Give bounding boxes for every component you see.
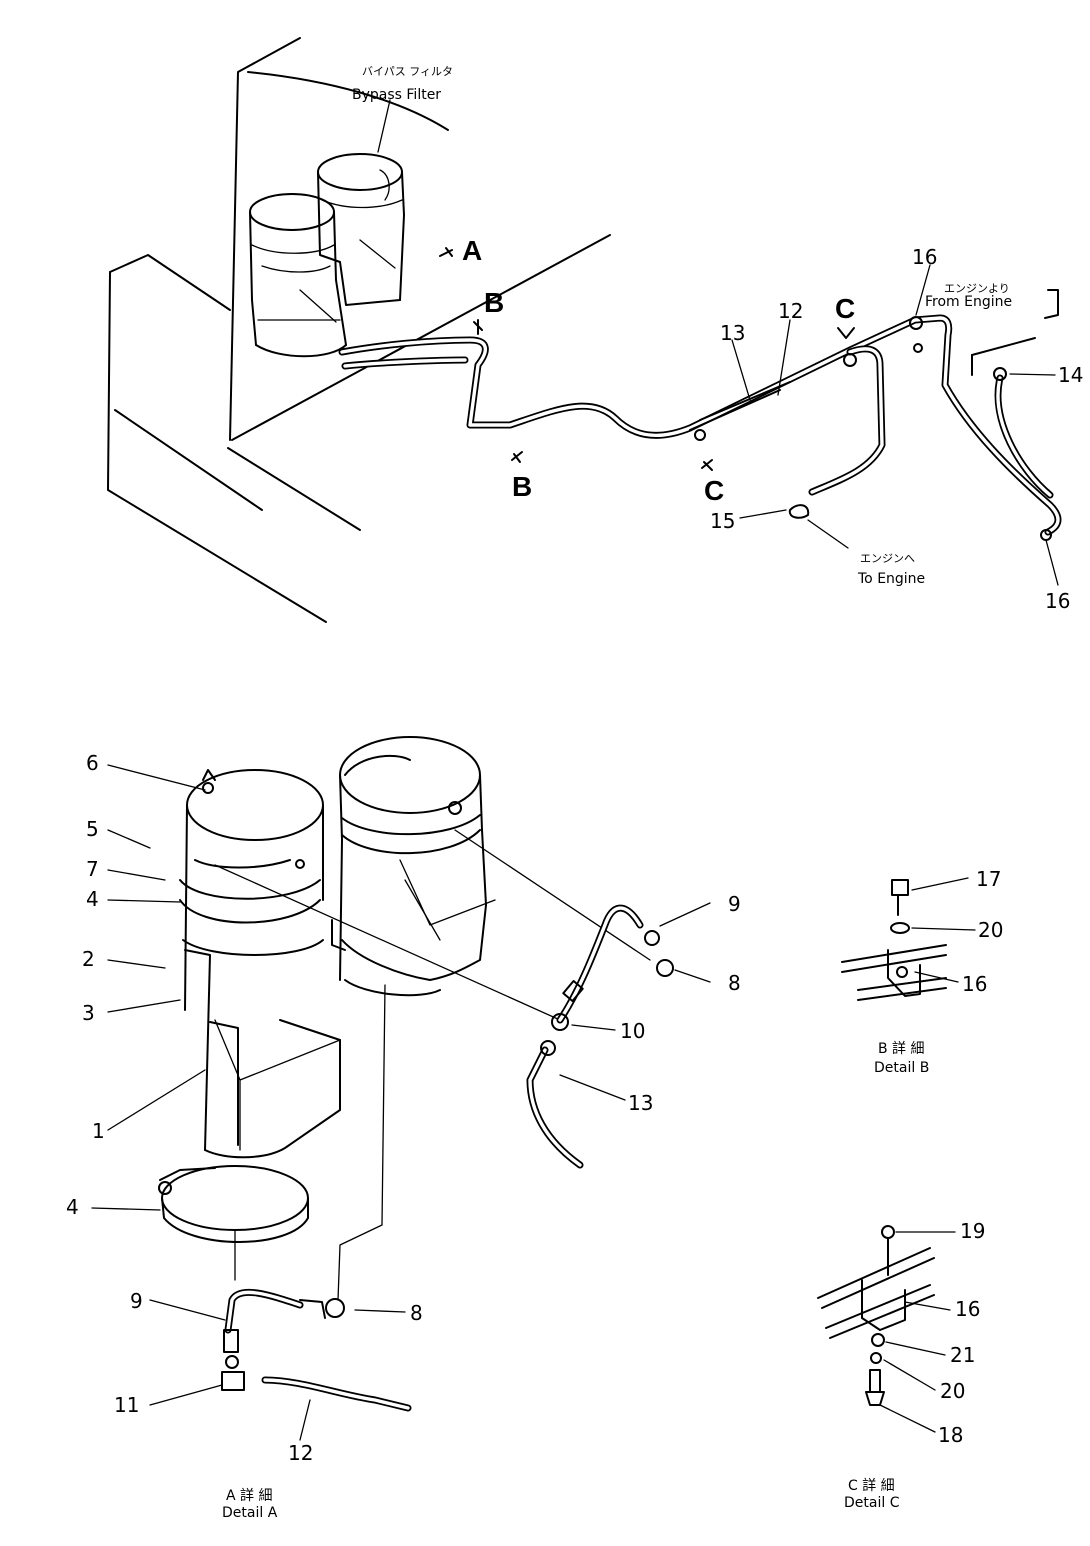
view-label-c-bottom: C bbox=[704, 475, 724, 506]
callout-1: 1 bbox=[92, 1119, 105, 1143]
callout-7: 7 bbox=[86, 857, 99, 881]
detail-c-caption: Detail C bbox=[844, 1495, 900, 1511]
callout-20-b: 20 bbox=[978, 918, 1003, 942]
callout-5: 5 bbox=[86, 817, 99, 841]
callout-12-top: 12 bbox=[778, 299, 803, 323]
callout-18: 18 bbox=[938, 1423, 963, 1447]
to-engine-label: To Engine bbox=[857, 571, 925, 587]
detail-a-caption-jp: A 詳 細 bbox=[226, 1488, 272, 1504]
callout-14: 14 bbox=[1058, 363, 1083, 387]
bypass-filter-label-jp: バイパス フィルタ bbox=[362, 65, 453, 78]
detail-b-drawing bbox=[841, 877, 976, 1001]
callout-9-upper: 9 bbox=[728, 892, 741, 916]
from-engine-label-jp: エンジンより bbox=[944, 282, 1010, 295]
callout-20-c: 20 bbox=[940, 1379, 965, 1403]
from-engine-label: From Engine bbox=[925, 294, 1012, 310]
detail-b-caption-jp: B 詳 細 bbox=[878, 1041, 925, 1057]
detail-c-caption-jp: C 詳 細 bbox=[848, 1478, 895, 1494]
callout-10: 10 bbox=[620, 1019, 645, 1043]
callout-16-top: 16 bbox=[912, 245, 937, 269]
callout-16-b: 16 bbox=[962, 972, 987, 996]
callout-17: 17 bbox=[976, 867, 1001, 891]
callout-21: 21 bbox=[950, 1343, 975, 1367]
callout-15: 15 bbox=[710, 509, 735, 533]
view-label-a: A bbox=[462, 235, 482, 266]
callout-4-upper: 4 bbox=[86, 887, 99, 911]
callout-8-upper: 8 bbox=[728, 971, 741, 995]
callout-13-detail: 13 bbox=[628, 1091, 653, 1115]
callout-8-lower: 8 bbox=[410, 1301, 423, 1325]
callout-16-c: 16 bbox=[955, 1297, 980, 1321]
callout-4-lower: 4 bbox=[66, 1195, 79, 1219]
callout-6: 6 bbox=[86, 751, 99, 775]
callout-9-lower: 9 bbox=[130, 1289, 143, 1313]
callout-19: 19 bbox=[960, 1219, 985, 1243]
view-label-b-bottom: B bbox=[512, 471, 532, 502]
bypass-filter-label: Bypass Filter bbox=[352, 87, 441, 103]
detail-c-drawing bbox=[817, 1225, 956, 1433]
bypass-filter-assembly bbox=[249, 153, 405, 358]
callout-16-right: 16 bbox=[1045, 589, 1070, 613]
view-label-b-top: B bbox=[484, 287, 504, 318]
callout-13-top: 13 bbox=[720, 321, 745, 345]
detail-b-caption: Detail B bbox=[874, 1060, 929, 1076]
callout-2: 2 bbox=[82, 947, 95, 971]
detail-a-drawing bbox=[158, 736, 674, 1412]
machine-frame-outline bbox=[107, 37, 611, 623]
top-leaders bbox=[377, 99, 1059, 586]
view-label-c-top: C bbox=[835, 293, 855, 324]
callout-12-detail: 12 bbox=[288, 1441, 313, 1465]
detail-a-caption: Detail A bbox=[222, 1505, 278, 1521]
callout-11: 11 bbox=[114, 1393, 139, 1417]
detail-a-leaders bbox=[91, 764, 711, 1441]
to-engine-label-jp: エンジンへ bbox=[860, 552, 915, 565]
callout-3: 3 bbox=[82, 1001, 95, 1025]
top-piping bbox=[338, 289, 1062, 541]
